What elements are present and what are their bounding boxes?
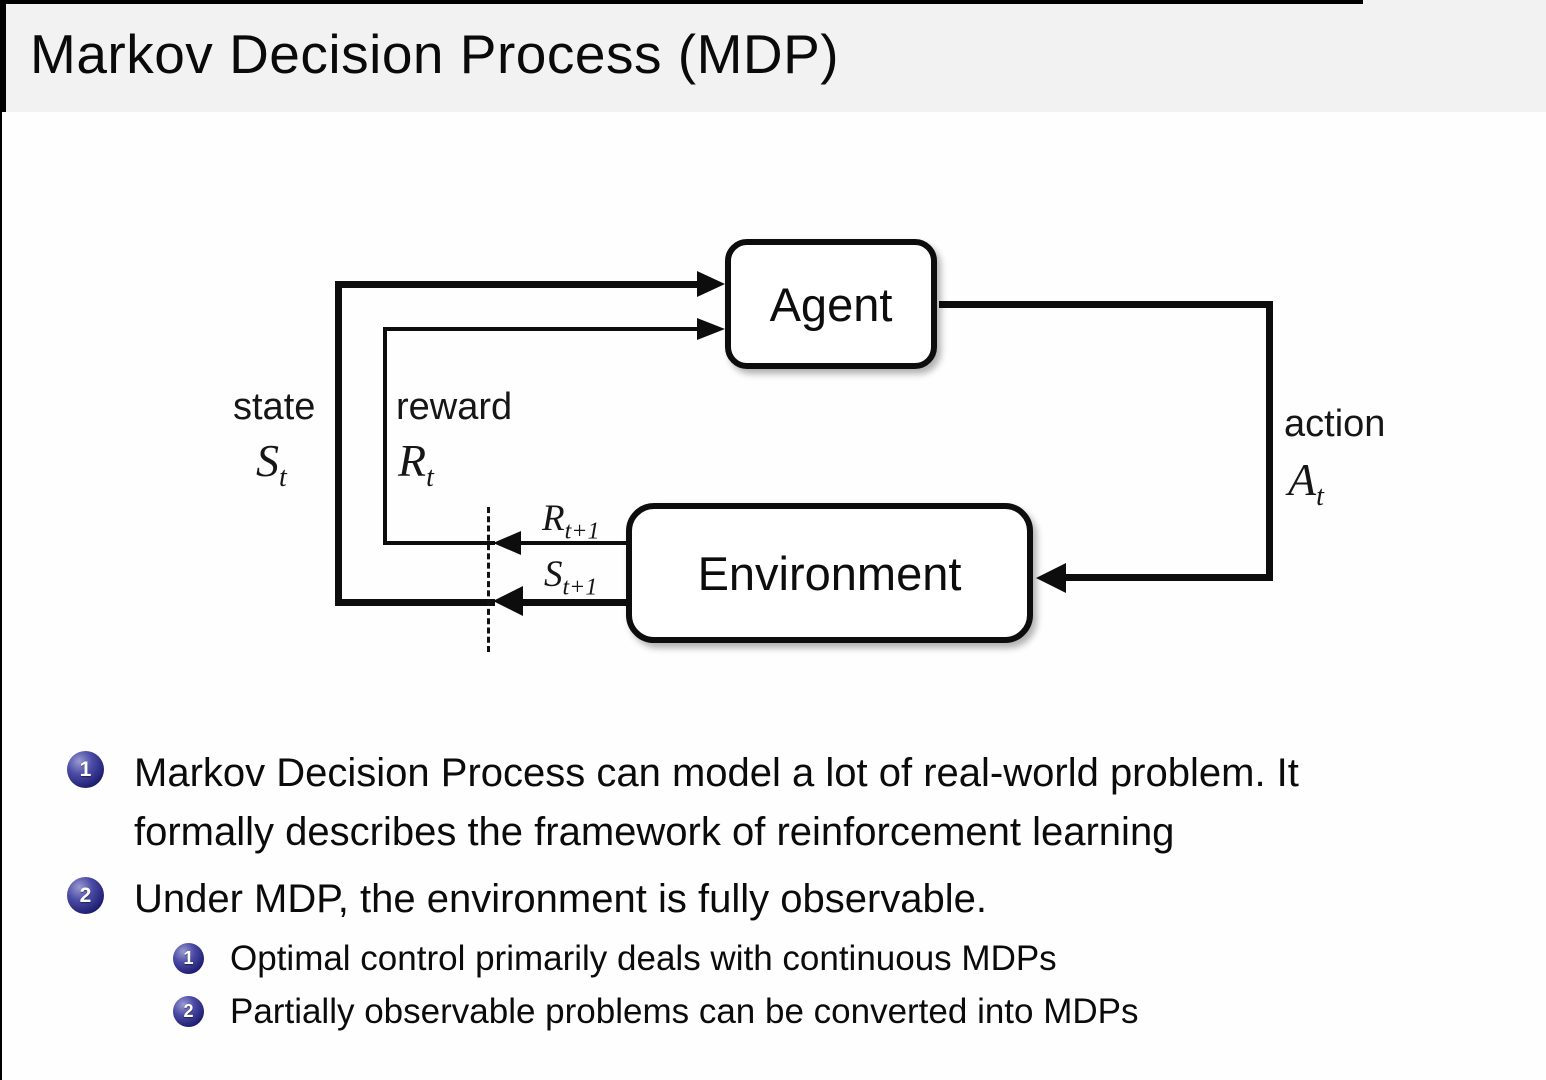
action-line-right-vertical (1266, 301, 1273, 581)
bullet-2-line-1: Under MDP, the environment is fully obse… (134, 877, 988, 921)
title-bar: Markov Decision Process (MDP) (0, 0, 1546, 112)
bullet-1-text: Markov Decision Process can model a lot … (134, 744, 1534, 862)
timestep-dashed-line (487, 507, 490, 652)
state-line-top (335, 281, 697, 288)
reward-word-label: reward (396, 386, 513, 428)
reward-arrowhead-into-agent (697, 318, 725, 340)
bullet-1-line-1: Markov Decision Process can model a lot … (134, 751, 1299, 795)
bullet-1-line-2: formally describes the framework of rein… (134, 810, 1175, 854)
state-line-bottom-left (335, 599, 495, 606)
reward-symbol-label: Rt (398, 435, 434, 494)
agent-label: Agent (769, 277, 893, 331)
action-arrowhead-into-environment (1036, 563, 1066, 593)
next-reward-arrowhead (493, 531, 521, 555)
next-state-arrowhead (493, 586, 523, 616)
next-state-symbol-label: St+1 (544, 554, 598, 601)
subbullet-1-marker: 1 (173, 943, 204, 974)
action-symbol-label: At (1288, 454, 1324, 513)
slide-title: Markov Decision Process (MDP) (30, 23, 840, 85)
state-arrowhead-into-agent (697, 271, 725, 297)
subbullet-1-text: Optimal control primarily deals with con… (230, 939, 1057, 978)
subbullet-2-marker: 2 (173, 996, 204, 1027)
state-symbol-label: St (256, 435, 287, 494)
action-line-top (939, 301, 1273, 308)
state-line-left-vertical (335, 281, 342, 606)
reward-line-left-vertical (383, 327, 387, 545)
action-word-label: action (1284, 403, 1386, 445)
subbullet-2-text: Partially observable problems can be con… (230, 992, 1139, 1031)
reward-line-bottom-left (383, 541, 495, 545)
environment-box: Environment (626, 503, 1033, 643)
bullet-2-marker: 2 (67, 877, 104, 914)
agent-box: Agent (725, 239, 937, 369)
environment-label: Environment (697, 546, 962, 600)
next-reward-line-from-environment (519, 541, 628, 545)
next-reward-symbol-label: Rt+1 (542, 498, 600, 545)
bullet-2-text: Under MDP, the environment is fully obse… (134, 870, 1534, 929)
left-edge-line (0, 0, 2, 1080)
state-word-label: state (233, 386, 316, 428)
action-line-bottom (1066, 574, 1273, 581)
top-border-line (0, 0, 1363, 4)
left-border-bar (0, 0, 6, 112)
reward-line-top (383, 327, 697, 331)
bullet-1-marker: 1 (67, 751, 104, 788)
next-state-line-from-environment (521, 599, 628, 606)
